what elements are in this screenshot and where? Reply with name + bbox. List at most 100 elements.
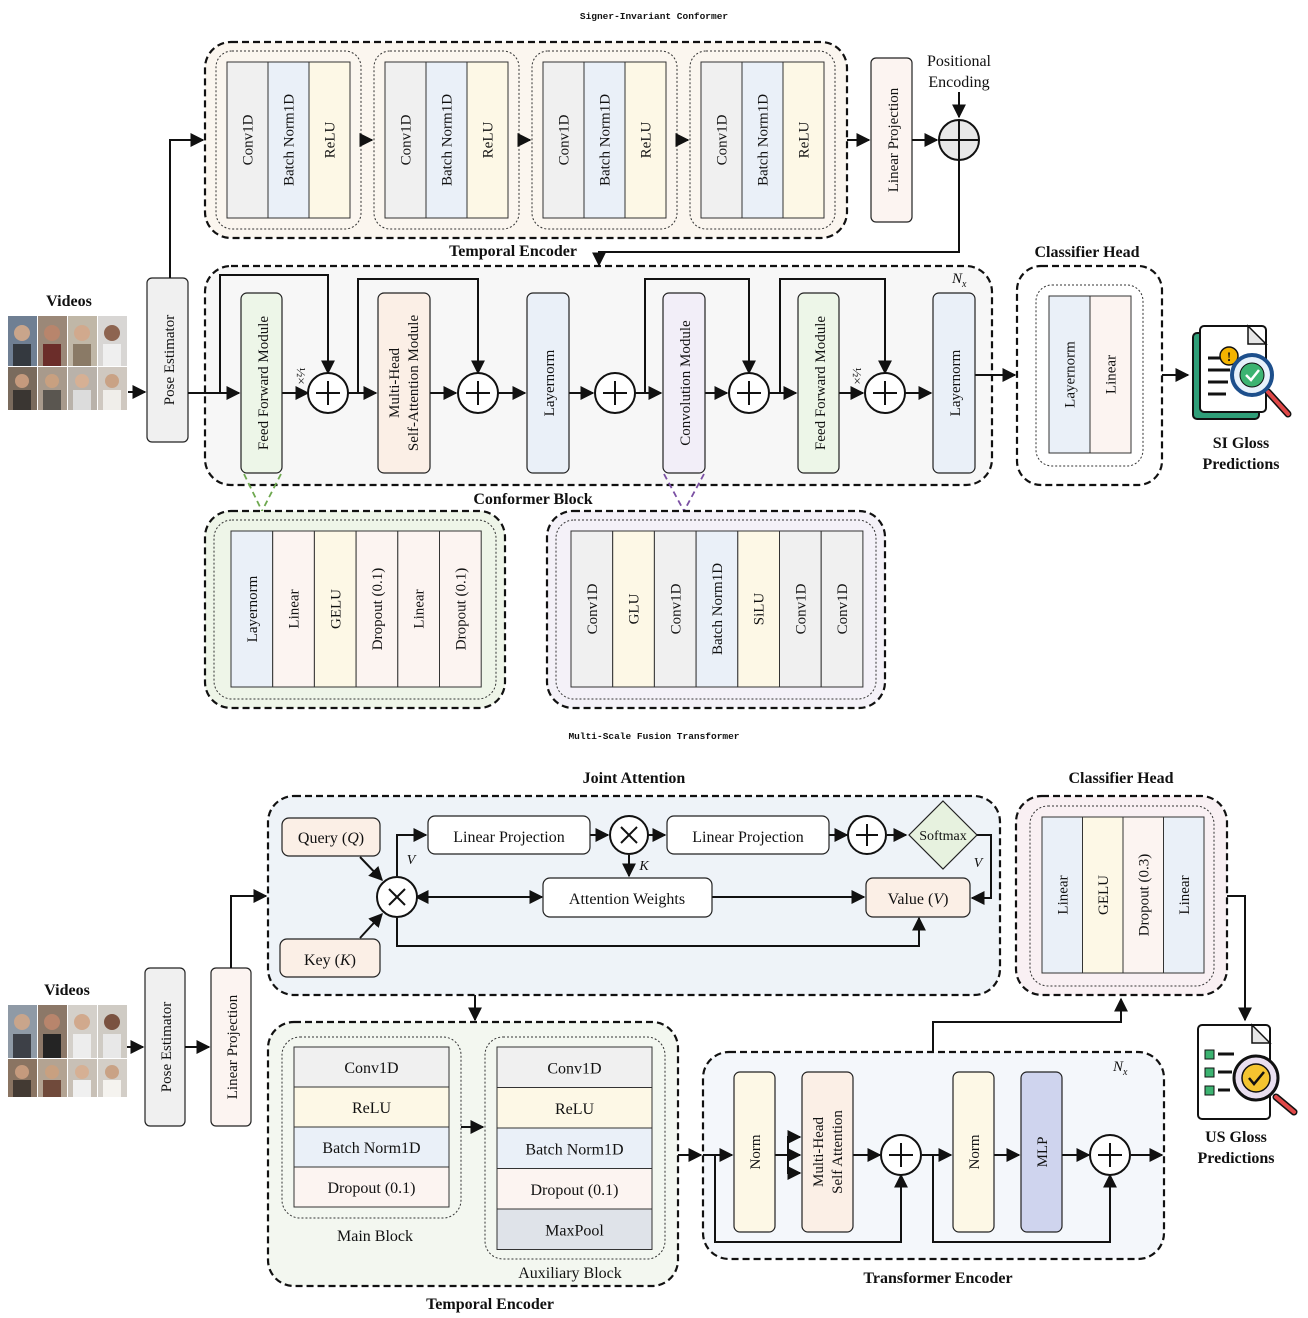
ffn-cell-label: Dropout (0.1) bbox=[370, 568, 386, 651]
te-block-cell-label: Batch Norm1D bbox=[282, 94, 298, 186]
top-videos-label: Videos bbox=[46, 293, 92, 310]
ffn-cell bbox=[313, 530, 357, 688]
te-norm-2 bbox=[952, 1071, 995, 1233]
ja-k-label: K bbox=[638, 859, 649, 874]
thumb-b5 bbox=[8, 1059, 37, 1097]
te-block-cell bbox=[466, 61, 509, 219]
top-convolution-module bbox=[662, 292, 706, 474]
softmax-node bbox=[908, 800, 978, 870]
bottom-classifier-head-label: Classifier Head bbox=[1068, 770, 1173, 787]
main-block-cell-label: Conv1D bbox=[344, 1060, 398, 1077]
ja-linear-projection-1-label: Linear Projection bbox=[453, 829, 565, 846]
bottom-video-thumbnails bbox=[8, 1005, 127, 1097]
ja-v-label-1: V bbox=[407, 853, 417, 868]
joint-attention-label: Joint Attention bbox=[583, 770, 686, 787]
si-alert-glyph: ! bbox=[1227, 349, 1231, 364]
top-mhsa-label-1: Multi-Head bbox=[387, 348, 403, 418]
bottom-videos-label: Videos bbox=[44, 982, 90, 999]
conv-cell bbox=[737, 530, 780, 688]
top-layernorm-1-label: Layernorm bbox=[542, 349, 558, 416]
te-block-cell bbox=[267, 61, 310, 219]
ffn-cell bbox=[272, 530, 315, 688]
main-block-cell-label: Batch Norm1D bbox=[322, 1140, 420, 1157]
ffn-cell-label: GELU bbox=[328, 589, 344, 629]
ja-multiply-1 bbox=[376, 876, 418, 918]
auxiliary-block-label: Auxiliary Block bbox=[518, 1265, 622, 1282]
si-predictions-icon: ! bbox=[1192, 324, 1292, 420]
top-half-scale-2: ½× bbox=[850, 367, 865, 384]
top-add-1 bbox=[307, 372, 349, 414]
aux-block-cell-label: Batch Norm1D bbox=[525, 1141, 623, 1158]
top-layernorm-2-label: Layernorm bbox=[948, 349, 964, 416]
te-block-cell-label: ReLU bbox=[797, 122, 813, 159]
main-block-cell bbox=[293, 1126, 450, 1168]
auxiliary-block bbox=[484, 1036, 666, 1260]
top-add-5 bbox=[864, 372, 906, 414]
thumb-b8 bbox=[98, 1059, 127, 1097]
bottom-classifier-cell bbox=[1122, 816, 1164, 974]
conv-cell bbox=[779, 530, 822, 688]
te-mhsa bbox=[801, 1071, 854, 1233]
te-mlp bbox=[1020, 1071, 1063, 1233]
ffn-cell bbox=[397, 530, 440, 688]
si-output-l2: Predictions bbox=[1202, 456, 1279, 473]
thumb-b7 bbox=[68, 1059, 97, 1097]
query-label: Query (Q) bbox=[298, 830, 364, 847]
key-box bbox=[279, 938, 381, 978]
aux-block-cell-label: MaxPool bbox=[545, 1222, 604, 1239]
thumb-4 bbox=[98, 316, 127, 366]
conv-cell-label: Conv1D bbox=[585, 583, 601, 634]
ffn-cell-label: Dropout (0.1) bbox=[453, 568, 469, 651]
ja-add bbox=[847, 815, 887, 855]
te-block-cell-label: Batch Norm1D bbox=[756, 94, 772, 186]
conv-cell-label: Conv1D bbox=[793, 583, 809, 634]
main-block-cell bbox=[293, 1166, 450, 1208]
bottom-classifier-cell-label: GELU bbox=[1096, 875, 1112, 915]
te-block-cell bbox=[226, 61, 269, 219]
top-feed-forward-1 bbox=[240, 292, 283, 474]
te-block-cell bbox=[425, 61, 468, 219]
te-norm-1-label: Norm bbox=[748, 1134, 764, 1169]
te-block-cell bbox=[624, 61, 667, 219]
te-block-cell-label: Conv1D bbox=[399, 114, 415, 165]
thumb-b4 bbox=[98, 1005, 127, 1058]
te-block-cell bbox=[542, 61, 585, 219]
te-mlp-label: MLP bbox=[1035, 1137, 1051, 1168]
te-block-cell bbox=[583, 61, 626, 219]
top-video-thumbnails bbox=[8, 316, 127, 410]
te-block-cell-label: ReLU bbox=[639, 122, 655, 159]
thumb-7 bbox=[68, 367, 97, 410]
top-mhsa-label-2: Self-Attention Module bbox=[406, 315, 422, 452]
thumb-5 bbox=[8, 367, 37, 410]
us-output-l2: Predictions bbox=[1197, 1150, 1274, 1167]
top-layernorm-2 bbox=[932, 292, 976, 474]
te-block-cell bbox=[741, 61, 784, 219]
conv-cell-label: SiLU bbox=[752, 593, 768, 626]
conv-cell bbox=[695, 530, 739, 688]
thumb-1 bbox=[8, 316, 37, 366]
bottom-classifier-cell bbox=[1163, 816, 1205, 974]
top-pose-estimator bbox=[146, 277, 189, 443]
top-classifier-cell bbox=[1089, 295, 1132, 454]
ja-v-label-2: V bbox=[974, 856, 984, 871]
bottom-classifier-cell-label: Linear bbox=[1055, 875, 1071, 914]
top-feed-forward-2-label: Feed Forward Module bbox=[813, 316, 829, 450]
us-predictions-icon bbox=[1197, 1023, 1298, 1120]
te-conv-block bbox=[373, 50, 520, 230]
bottom-pose-estimator-label: Pose Estimator bbox=[159, 1002, 175, 1092]
top-classifier-cell-label: Layernorm bbox=[1063, 341, 1079, 408]
te-mhsa-label-2: Self Attention bbox=[830, 1110, 846, 1194]
te-block-cell-label: Batch Norm1D bbox=[598, 94, 614, 186]
top-add-2 bbox=[457, 372, 499, 414]
thumb-b2 bbox=[38, 1005, 67, 1058]
thumb-8 bbox=[98, 367, 127, 410]
ffn-cell bbox=[355, 530, 399, 688]
main-block-cell-label: ReLU bbox=[352, 1100, 392, 1117]
thumb-b3 bbox=[68, 1005, 97, 1058]
te-add-2 bbox=[1089, 1134, 1131, 1176]
thumb-b1 bbox=[8, 1005, 37, 1058]
attention-weights-box bbox=[542, 877, 713, 918]
value-box bbox=[865, 877, 971, 918]
te-mhsa-label-1: Multi-Head bbox=[811, 1117, 827, 1187]
top-conformer-block-label: Conformer Block bbox=[473, 491, 592, 508]
